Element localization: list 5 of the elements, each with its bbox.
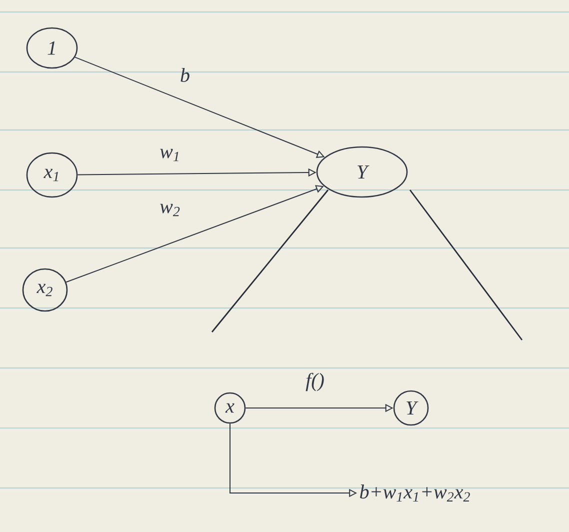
edge-label: w$_{2}$ <box>160 204 180 216</box>
edge-label: f() <box>306 372 324 392</box>
formula-text: b+w$_{1}$x$_{1}$+w$_{2}$x$_{2}$ <box>360 484 470 502</box>
edge-label: b <box>180 68 190 82</box>
edge-label: w$_{1}$ <box>160 148 178 162</box>
